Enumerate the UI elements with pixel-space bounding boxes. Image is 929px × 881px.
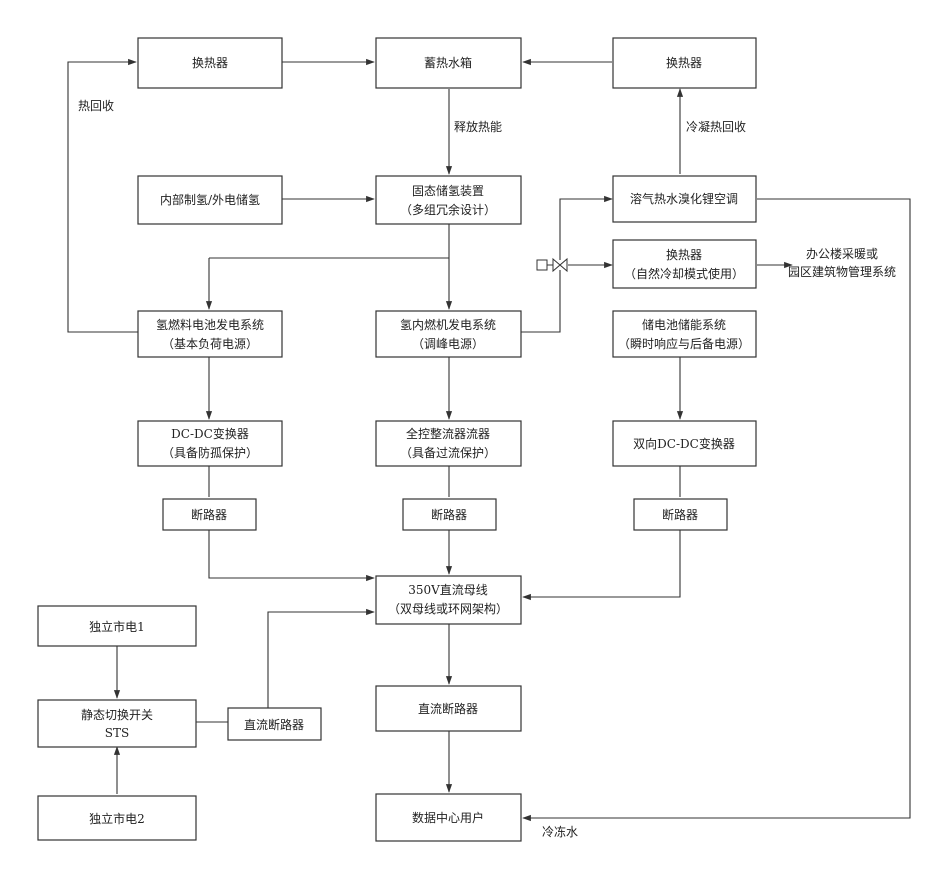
- box-grid-1: 独立市电1: [38, 606, 196, 646]
- box-static-transfer-switch: 静态切换开关 STS: [38, 700, 196, 747]
- box-data-center-user: 数据中心用户: [376, 794, 521, 841]
- box-breaker-3: 断路器: [634, 499, 727, 530]
- svg-text:直流断路器: 直流断路器: [244, 717, 304, 732]
- label-office-heating: 办公楼采暖或: [806, 246, 878, 261]
- svg-text:独立市电1: 独立市电1: [89, 619, 145, 634]
- svg-text:内部制氢/外电储氢: 内部制氢/外电储氢: [160, 192, 260, 207]
- svg-text:固态储氢装置: 固态储氢装置: [412, 183, 484, 198]
- box-grid-2: 独立市电2: [38, 796, 196, 840]
- svg-text:断路器: 断路器: [431, 507, 467, 522]
- svg-text:断路器: 断路器: [191, 507, 227, 522]
- three-way-valve-icon: [537, 259, 567, 271]
- box-heat-storage-tank: 蓄热水箱: [376, 38, 521, 88]
- box-bidirectional-dcdc: 双向DC-DC变换器: [613, 421, 756, 466]
- svg-text:（具备过流保护）: （具备过流保护）: [400, 446, 496, 460]
- box-heat-exchanger-right: 换热器: [613, 38, 756, 88]
- box-absorption-chiller: 溶气热水溴化锂空调: [613, 176, 756, 222]
- box-dc-breaker-left: 直流断路器: [228, 708, 321, 740]
- svg-text:氢内燃机发电系统: 氢内燃机发电系统: [400, 317, 496, 332]
- box-free-cooling-heat-exchanger: 换热器 （自然冷却模式使用）: [613, 240, 756, 288]
- box-breaker-2: 断路器: [403, 499, 496, 530]
- svg-text:全控整流器流器: 全控整流器流器: [406, 426, 490, 441]
- box-external-hydrogen-supply: 内部制氢/外电储氢: [138, 176, 282, 224]
- svg-text:（基本负荷电源）: （基本负荷电源）: [162, 337, 258, 351]
- svg-text:DC-DC变换器: DC-DC变换器: [171, 426, 249, 441]
- svg-text:（瞬时响应与后备电源）: （瞬时响应与后备电源）: [618, 336, 750, 351]
- label-chilled-water: 冷冻水: [542, 824, 578, 839]
- svg-text:溶气热水溴化锂空调: 溶气热水溴化锂空调: [630, 191, 738, 206]
- box-heat-exchanger-left: 换热器: [138, 38, 282, 88]
- label-heat-recovery: 热回收: [78, 99, 114, 113]
- svg-text:350V直流母线: 350V直流母线: [408, 583, 488, 597]
- dcb-to-bus-line: [268, 612, 374, 708]
- svg-text:（自然冷却模式使用）: （自然冷却模式使用）: [624, 266, 744, 281]
- svg-text:双向DC-DC变换器: 双向DC-DC变换器: [633, 436, 735, 451]
- svg-text:数据中心用户: 数据中心用户: [412, 810, 484, 825]
- svg-text:独立市电2: 独立市电2: [89, 811, 145, 826]
- svg-text:换热器: 换热器: [192, 56, 228, 70]
- svg-text:（具备防孤保护）: （具备防孤保护）: [162, 445, 258, 460]
- label-building-management: 园区建筑物管理系统: [788, 264, 896, 279]
- svg-text:（双母线或环网架构）: （双母线或环网架构）: [388, 601, 508, 616]
- svg-text:蓄热水箱: 蓄热水箱: [424, 55, 472, 70]
- box-energy-storage-system: 储电池储能系统 （瞬时响应与后备电源）: [613, 311, 756, 357]
- br3-to-bus-line: [523, 530, 680, 597]
- box-hydrogen-engine-system: 氢内燃机发电系统 （调峰电源）: [376, 311, 521, 357]
- svg-text:氢燃料电池发电系统: 氢燃料电池发电系统: [156, 317, 264, 332]
- svg-text:（多组冗余设计）: （多组冗余设计）: [400, 202, 496, 217]
- label-condensation-heat-recovery: 冷凝热回收: [686, 119, 746, 134]
- svg-text:断路器: 断路器: [662, 507, 698, 522]
- svg-text:储电池储能系统: 储电池储能系统: [642, 317, 726, 332]
- svg-text:直流断路器: 直流断路器: [418, 701, 478, 716]
- svg-text:（调峰电源）: （调峰电源）: [412, 337, 484, 351]
- svg-text:换热器: 换热器: [666, 56, 702, 70]
- box-breaker-1: 断路器: [163, 499, 256, 530]
- box-dcdc-converter: DC-DC变换器 （具备防孤保护）: [138, 421, 282, 466]
- svg-text:静态切换开关: 静态切换开关: [81, 708, 153, 722]
- br1-to-bus-line: [209, 530, 374, 578]
- label-release-heat: 释放热能: [454, 119, 502, 134]
- ice-to-valve-line: [521, 270, 560, 332]
- svg-text:STS: STS: [105, 726, 129, 740]
- box-dc-bus: 350V直流母线 （双母线或环网架构）: [376, 576, 521, 624]
- valve-to-ac-line: [560, 199, 612, 260]
- box-solid-hydrogen-storage: 固态储氢装置 （多组冗余设计）: [376, 176, 521, 224]
- box-fuel-cell-system: 氢燃料电池发电系统 （基本负荷电源）: [138, 311, 282, 357]
- box-dc-breaker-main: 直流断路器: [376, 686, 521, 731]
- box-rectifier: 全控整流器流器 （具备过流保护）: [376, 421, 521, 466]
- svg-text:换热器: 换热器: [666, 248, 702, 262]
